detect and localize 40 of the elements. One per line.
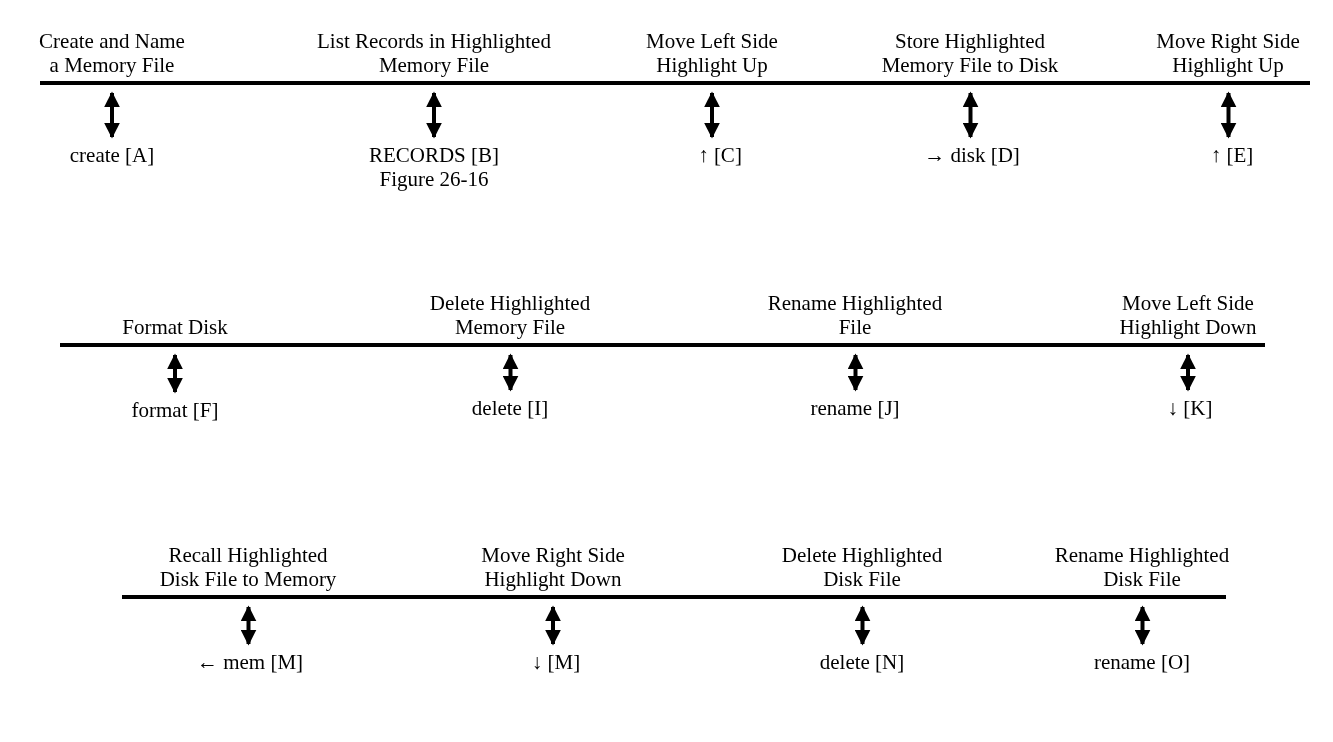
double-headed-arrow	[240, 605, 257, 646]
key-label: → disk [D]	[924, 143, 1020, 167]
key-label: rename [J]	[810, 396, 900, 420]
key-label: ↓ [M]	[531, 650, 581, 674]
double-headed-arrow	[1180, 353, 1196, 392]
double-headed-arrow	[847, 353, 864, 392]
function-label: Delete Highlighted Memory File	[412, 291, 608, 339]
key-label: delete [N]	[819, 650, 905, 674]
function-label: Store Highlighted Memory File to Disk	[867, 29, 1073, 77]
function-label: Move Right Side Highlight Down	[468, 543, 638, 591]
double-headed-arrow	[704, 91, 720, 139]
double-headed-arrow	[962, 91, 979, 139]
double-headed-arrow	[426, 91, 442, 139]
key-label: ↑ [E]	[1210, 143, 1254, 167]
function-label: Move Left Side Highlight Down	[1108, 291, 1268, 339]
key-label: ← mem [M]	[196, 650, 304, 674]
figure-reference: Figure 26-16	[378, 167, 490, 191]
function-label: Format Disk	[95, 315, 255, 339]
double-headed-arrow	[1134, 605, 1151, 646]
function-label: List Records in Highlighted Memory File	[299, 29, 569, 77]
function-label: Move Left Side Highlight Up	[637, 29, 787, 77]
key-label: rename [O]	[1093, 650, 1191, 674]
key-label: create [A]	[69, 143, 155, 167]
key-label: delete [I]	[471, 396, 549, 420]
double-headed-arrow	[545, 605, 561, 646]
key-label: format [F]	[131, 398, 219, 422]
double-headed-arrow	[104, 91, 120, 139]
function-label: Move Right Side Highlight Up	[1145, 29, 1311, 77]
key-label: ↓ [K]	[1167, 396, 1213, 420]
double-headed-arrow	[167, 353, 183, 394]
function-label: Create and Name a Memory File	[32, 29, 192, 77]
double-headed-arrow	[1220, 91, 1237, 139]
double-headed-arrow	[502, 353, 519, 392]
function-label: Rename Highlighted Disk File	[1039, 543, 1245, 591]
function-label: Delete Highlighted Disk File	[764, 543, 960, 591]
key-label: RECORDS [B]	[368, 143, 500, 167]
function-label: Recall Highlighted Disk File to Memory	[155, 543, 341, 591]
key-label: ↑ [C]	[698, 143, 742, 167]
double-headed-arrow	[854, 605, 871, 646]
function-label: Rename Highlighted File	[752, 291, 958, 339]
